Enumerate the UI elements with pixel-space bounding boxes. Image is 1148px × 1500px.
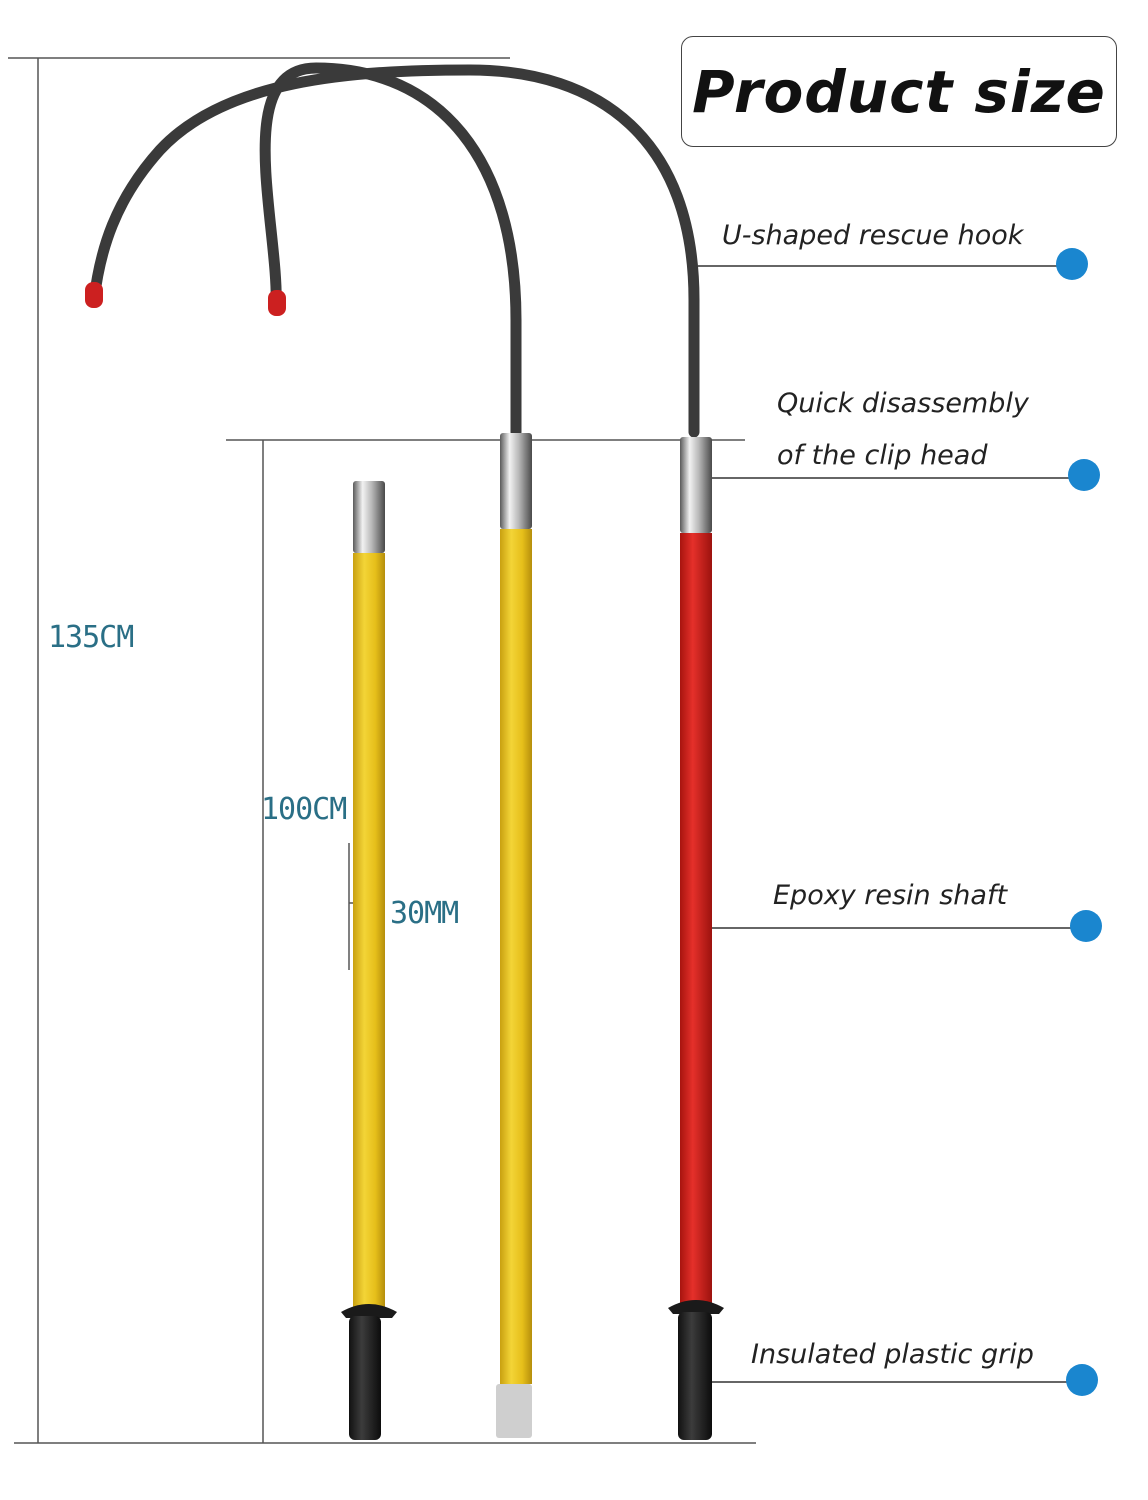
callout-clip-label-line2: of the clip head [777,440,988,471]
diameter-label: 30MM [390,896,459,931]
callout-shaft-label: Epoxy resin shaft [773,880,1008,911]
callout-clip-dot [1068,459,1100,491]
dimension-lines [8,57,756,1444]
callout-grip-label: Insulated plastic grip [751,1339,1034,1370]
total-length-label: 135CM [48,620,134,655]
callout-clip-label-line1: Quick disassembly [777,388,1029,419]
callout-hook-label: U-shaped rescue hook [722,220,1024,251]
callout-shaft-dot [1070,910,1102,942]
callout-grip-dot [1066,1364,1098,1396]
title-box: Product size [681,36,1117,147]
callout-hook-dot [1056,248,1088,280]
red-hook-rod [85,64,724,1440]
yellow-hook-rod [259,62,532,1438]
page-title: Product size [692,57,1106,126]
short-yellow-rod [341,481,397,1440]
callout-leader-lines [698,265,1080,1383]
rod-length-label: 100CM [261,792,347,827]
